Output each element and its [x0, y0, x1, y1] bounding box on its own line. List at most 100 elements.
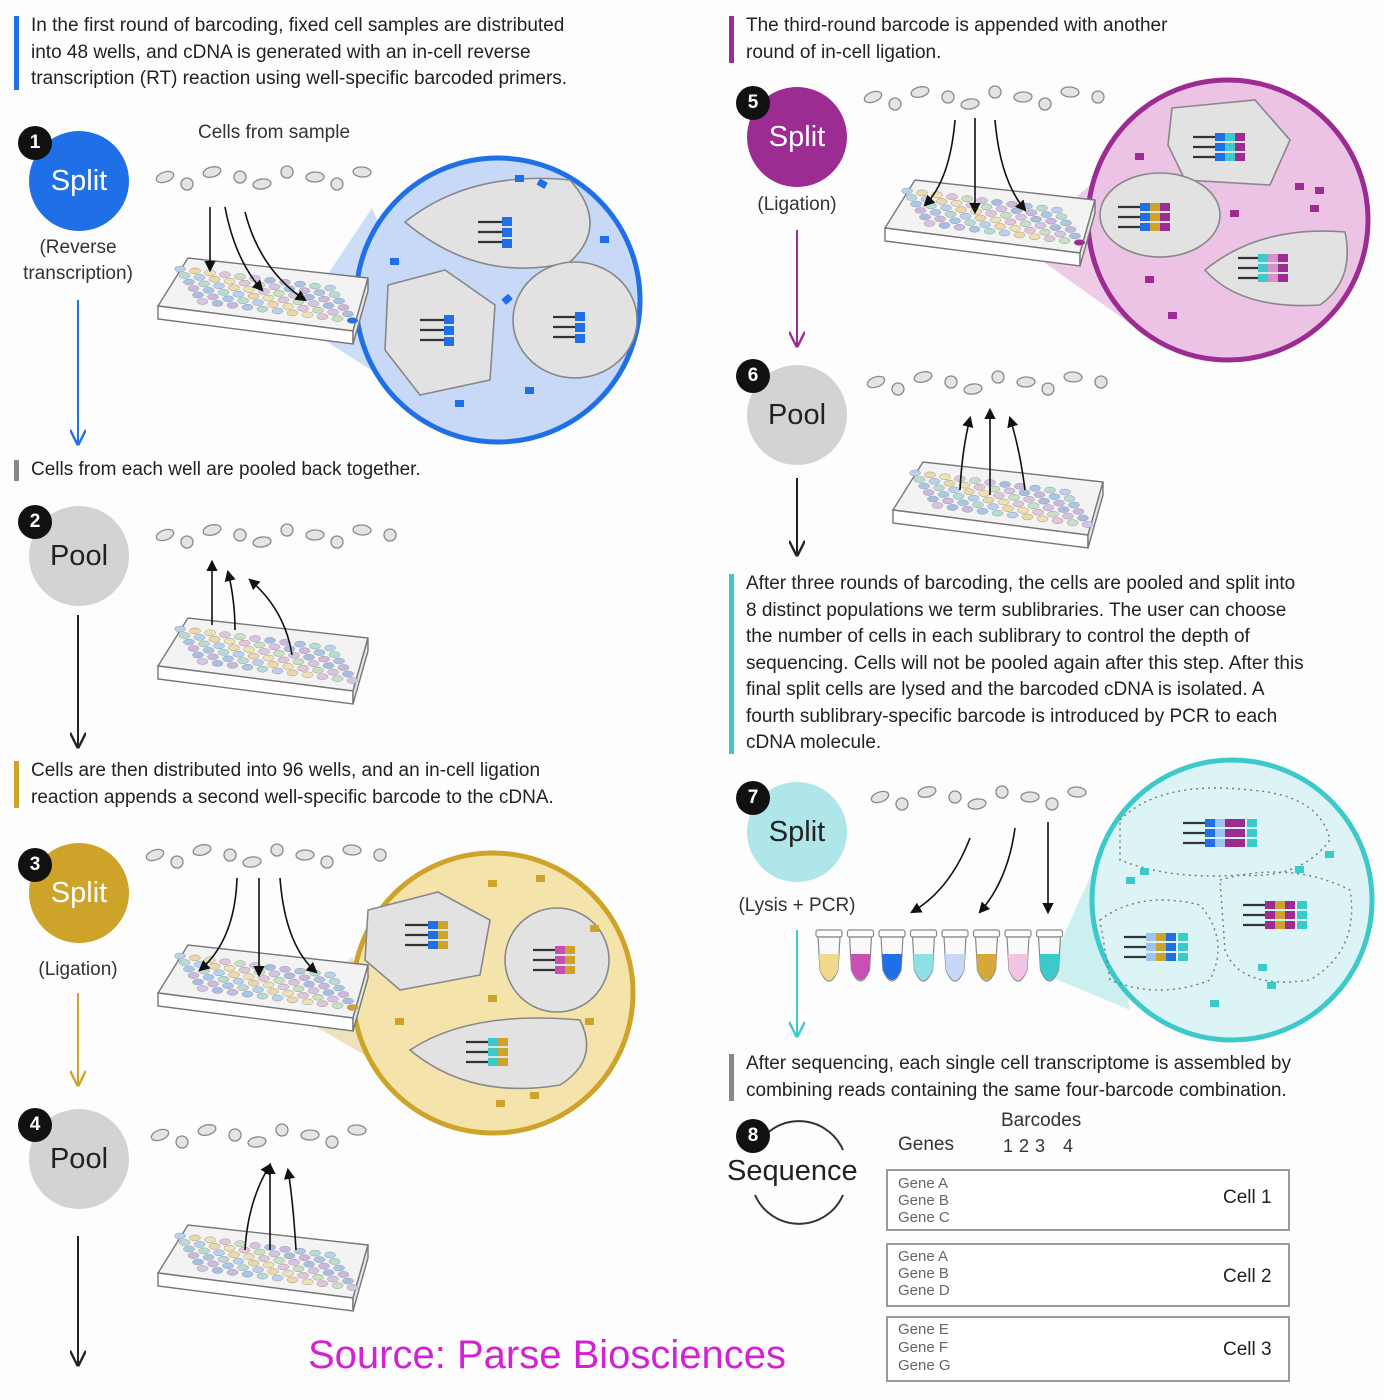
well	[316, 1280, 329, 1287]
well	[277, 656, 290, 664]
well	[998, 229, 1011, 237]
well	[187, 645, 200, 652]
well	[298, 287, 311, 294]
well	[252, 659, 264, 666]
well	[1027, 502, 1040, 510]
well	[268, 283, 281, 291]
cell-shape	[275, 1123, 289, 1137]
well	[237, 1264, 249, 1271]
gene-label: Gene F	[898, 1339, 949, 1356]
well	[1047, 510, 1059, 518]
step-4-badge: 4	[18, 1108, 52, 1142]
well	[243, 973, 255, 980]
well	[313, 976, 326, 983]
well	[337, 664, 350, 671]
well	[957, 499, 969, 507]
well	[271, 307, 284, 315]
well	[937, 491, 950, 498]
well	[271, 994, 284, 1002]
well	[232, 290, 245, 298]
well	[1009, 225, 1021, 232]
well	[183, 638, 195, 646]
well	[985, 210, 997, 217]
paragraph-text: After sequencing, each single cell trans…	[746, 1053, 1291, 1101]
well	[1013, 231, 1026, 239]
step-8-badge: 8	[736, 1119, 770, 1153]
well	[187, 285, 200, 292]
well	[337, 304, 350, 311]
cell-shape	[330, 535, 344, 549]
cell-shape	[895, 797, 909, 811]
well	[234, 633, 246, 640]
well	[978, 490, 990, 497]
well	[271, 1274, 284, 1282]
paragraph-text: Cells are then distributed into 96 wells…	[31, 760, 554, 808]
well	[288, 652, 300, 659]
well	[241, 990, 254, 998]
well	[232, 1257, 245, 1265]
cell-shape	[228, 1128, 242, 1142]
well	[262, 294, 275, 302]
well	[223, 964, 236, 972]
well	[234, 1240, 246, 1247]
well	[924, 471, 936, 479]
well	[1034, 222, 1047, 229]
tube-liquid	[945, 954, 965, 980]
cell-name: Cell 2	[1223, 1266, 1272, 1287]
well	[312, 666, 324, 674]
cell-shape	[960, 98, 980, 110]
well	[991, 199, 1003, 206]
accent-bar-blue	[14, 16, 19, 90]
well	[324, 284, 336, 292]
tube-liquid	[1039, 954, 1060, 980]
well	[264, 277, 276, 284]
well	[202, 1254, 215, 1261]
cell-shape	[192, 844, 212, 856]
barcode-molecules	[405, 923, 555, 1064]
well	[178, 959, 191, 966]
free-barcodes-purple	[1135, 153, 1324, 319]
well	[297, 305, 309, 312]
well	[228, 644, 240, 651]
well	[327, 1275, 339, 1283]
well	[1051, 517, 1064, 524]
well	[294, 967, 306, 975]
well	[1010, 207, 1023, 215]
barcode-blocks	[428, 921, 575, 1066]
gene-label: Gene A	[898, 1248, 949, 1265]
cell-shape	[967, 798, 987, 810]
well	[183, 1245, 195, 1253]
well	[226, 302, 239, 309]
well	[968, 225, 981, 233]
well	[337, 991, 350, 998]
source-caption: Source: Parse Biosciences	[308, 1333, 787, 1377]
barcode-molecules	[420, 220, 575, 342]
paragraph-text: After three rounds of barcoding, the cel…	[746, 573, 1304, 753]
well	[277, 983, 290, 991]
well	[346, 1004, 359, 1011]
well	[211, 1267, 224, 1274]
plate-side	[352, 637, 369, 705]
well	[963, 488, 975, 495]
cell-shape	[995, 785, 1009, 799]
well	[283, 1252, 296, 1260]
cell-shape	[352, 166, 372, 178]
gene-label: Gene G	[898, 1357, 951, 1374]
gene-label: Gene E	[898, 1321, 949, 1338]
well	[192, 291, 204, 299]
well	[312, 1273, 324, 1281]
plate-arrows	[198, 118, 1054, 1251]
tube-liquid	[1008, 954, 1028, 980]
well	[253, 641, 266, 649]
barcode-blocks	[1146, 819, 1307, 961]
well	[949, 217, 961, 225]
well	[277, 296, 290, 304]
well	[207, 1260, 219, 1268]
well	[192, 651, 204, 659]
cell-shape	[305, 171, 325, 183]
well-plates	[156, 179, 1104, 1312]
well	[262, 1261, 275, 1269]
well	[174, 952, 186, 960]
well	[923, 220, 936, 227]
well	[297, 1272, 309, 1279]
